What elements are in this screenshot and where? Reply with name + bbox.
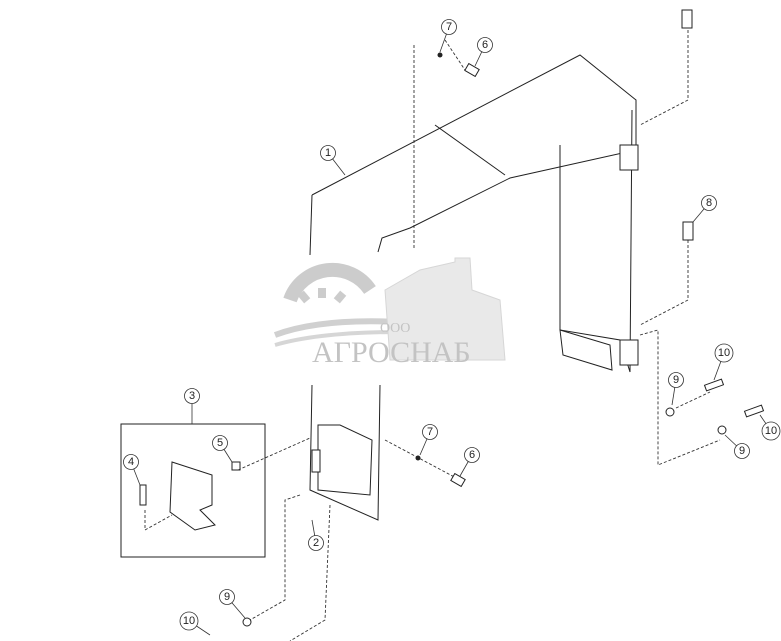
- watermark-prefix: ООО: [380, 321, 410, 336]
- callout-9: 9: [668, 372, 684, 406]
- callout-7: 7: [419, 424, 438, 456]
- leader-lines: [144, 30, 721, 641]
- callout-10: 10: [713, 343, 734, 381]
- callout-10: 10: [759, 414, 781, 441]
- callout-6: 6: [474, 37, 493, 67]
- watermark-name: АГРОСНАБ: [312, 336, 471, 369]
- callout-5: 5: [212, 435, 233, 463]
- callout-number: 1: [325, 147, 331, 159]
- callout-4: 4: [123, 454, 141, 486]
- callouts: 1 2 3 4 5 6 6 7 7 8 9 9 9 10 10 10: [123, 19, 781, 636]
- callout-9: 9: [724, 434, 750, 459]
- callout-number: 6: [482, 39, 488, 51]
- bracket-part-1: [309, 54, 639, 521]
- callout-number: 10: [183, 615, 195, 627]
- callout-number: 10: [765, 425, 777, 437]
- callout-number: 5: [217, 437, 223, 449]
- callout-7: 7: [439, 19, 457, 53]
- callout-9: 9: [219, 589, 246, 619]
- callout-number: 10: [718, 347, 730, 359]
- callout-number: 9: [739, 445, 745, 457]
- callout-2: 2: [308, 519, 324, 551]
- callout-number: 7: [427, 426, 433, 438]
- callout-number: 4: [128, 456, 134, 468]
- callout-8: 8: [692, 195, 717, 223]
- callout-number: 2: [313, 537, 319, 549]
- callout-number: 8: [706, 197, 712, 209]
- callout-number: 7: [446, 21, 452, 33]
- watermark-logo: ООО АГРОСНАБ: [273, 257, 506, 369]
- callout-1: 1: [320, 145, 346, 176]
- detail-box: [120, 423, 266, 558]
- callout-3: 3: [184, 388, 200, 424]
- callout-10: 10: [179, 611, 211, 636]
- hardware: [242, 9, 765, 627]
- plate-part: [169, 461, 216, 531]
- callout-number: 9: [673, 374, 679, 386]
- callout-number: 9: [224, 591, 230, 603]
- callout-number: 3: [189, 390, 195, 402]
- callout-6: 6: [459, 447, 480, 477]
- callout-number: 6: [469, 449, 475, 461]
